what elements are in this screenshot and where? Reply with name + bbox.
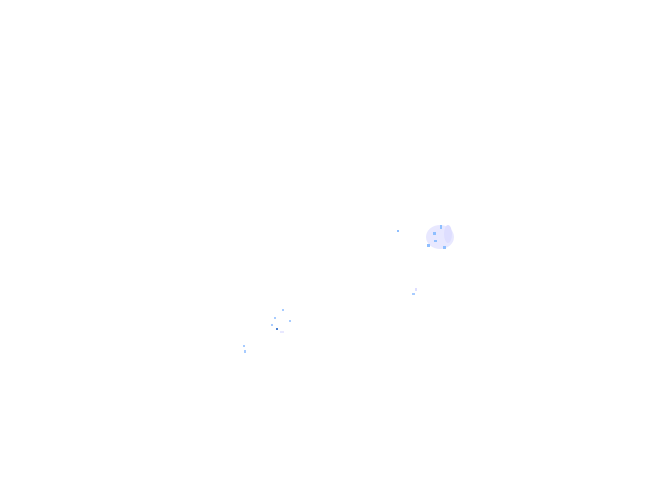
faint-speck bbox=[397, 230, 399, 232]
faint-speck bbox=[274, 317, 276, 319]
faint-speck bbox=[433, 232, 436, 235]
faint-marks-lower-left bbox=[243, 309, 291, 353]
faint-speck bbox=[244, 350, 246, 353]
faint-speck bbox=[443, 246, 446, 249]
faint-speck bbox=[280, 331, 284, 333]
faint-speck bbox=[289, 320, 291, 322]
faint-speck bbox=[276, 328, 278, 330]
faint-speck bbox=[415, 288, 417, 291]
faint-speck bbox=[282, 309, 284, 311]
faint-speck bbox=[427, 244, 430, 247]
faint-speck bbox=[440, 225, 442, 229]
faint-speck bbox=[412, 293, 415, 295]
faint-speck bbox=[434, 240, 437, 242]
faint-smudge bbox=[444, 225, 452, 243]
faint-marks-upper-right bbox=[397, 225, 454, 295]
faint-speck bbox=[271, 324, 273, 326]
faint-speck bbox=[243, 345, 245, 347]
